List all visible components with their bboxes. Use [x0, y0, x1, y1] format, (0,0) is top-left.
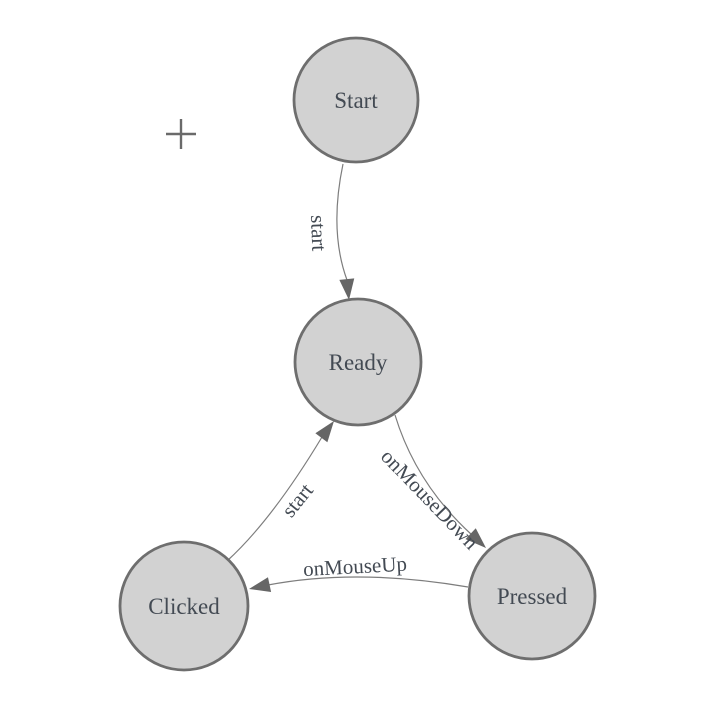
transition-label: onMouseUp [303, 552, 408, 581]
state-node-ready[interactable]: Ready [293, 297, 423, 427]
transition-path[interactable] [226, 436, 323, 562]
transition-label: start [306, 215, 331, 252]
transition-clicked-to-ready[interactable]: start [226, 416, 340, 562]
transition-start-to-ready[interactable]: start [306, 163, 356, 301]
state-node-start[interactable]: Start [292, 36, 420, 164]
state-node-clicked[interactable]: Clicked [118, 540, 250, 672]
transition-path[interactable] [336, 163, 348, 281]
state-node-pressed[interactable]: Pressed [467, 531, 597, 661]
state-circle[interactable] [292, 36, 420, 164]
transition-ready-to-pressed[interactable]: onMouseDown [376, 414, 491, 555]
state-circle[interactable] [293, 297, 423, 427]
transition-path[interactable] [394, 414, 473, 536]
arrowhead-icon [249, 577, 272, 592]
transition-label: start [277, 478, 319, 521]
transition-pressed-to-clicked[interactable]: onMouseUp [247, 552, 469, 597]
arrowhead-icon [315, 421, 334, 443]
origin-crosshair-icon [166, 119, 196, 149]
arrowhead-icon [339, 278, 355, 300]
transition-path[interactable] [267, 576, 469, 588]
state-circle[interactable] [118, 540, 250, 672]
arrowhead-icon [465, 528, 486, 548]
state-circle[interactable] [467, 531, 597, 661]
transition-label: onMouseDown [376, 444, 484, 554]
